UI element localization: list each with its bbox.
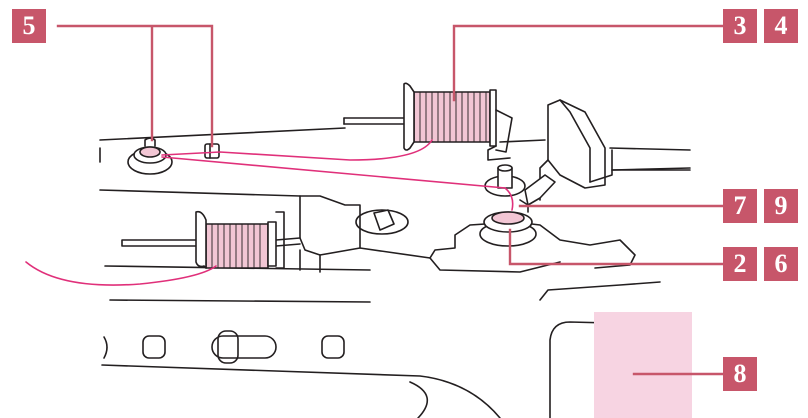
callout-4: 4 [764, 9, 798, 43]
thread-path-lower [25, 261, 217, 286]
upper-spool [403, 82, 513, 161]
thread-guide-hook [204, 143, 220, 159]
upper-spool-thread-lines [419, 91, 487, 143]
thread-path-upper [161, 139, 433, 161]
callout-9: 9 [764, 189, 798, 223]
thread-guide-disc [127, 137, 173, 175]
leader-line-5 [56, 24, 214, 148]
callout-2: 2 [723, 247, 757, 281]
front-buttons [103, 330, 345, 364]
upper-spool-pin [343, 117, 409, 125]
lcd-housing [549, 321, 686, 418]
callout-7: 7 [723, 189, 757, 223]
lower-spool [195, 210, 285, 269]
lcd-screen [594, 312, 692, 418]
callout-6: 6 [764, 247, 798, 281]
thread-path-to-bobbin [161, 156, 514, 211]
tension-dial [355, 209, 409, 235]
leader-line-2 [508, 228, 725, 266]
callout-5: 5 [12, 9, 46, 43]
callout-8: 8 [723, 357, 757, 391]
lower-spool-pin [121, 237, 301, 247]
leader-line-3 [452, 24, 725, 102]
lower-spool-thread-lines [211, 223, 261, 269]
callout-3: 3 [723, 9, 757, 43]
bobbin-winder-shaft [479, 164, 556, 247]
bobbin-winder-platform [299, 195, 636, 273]
